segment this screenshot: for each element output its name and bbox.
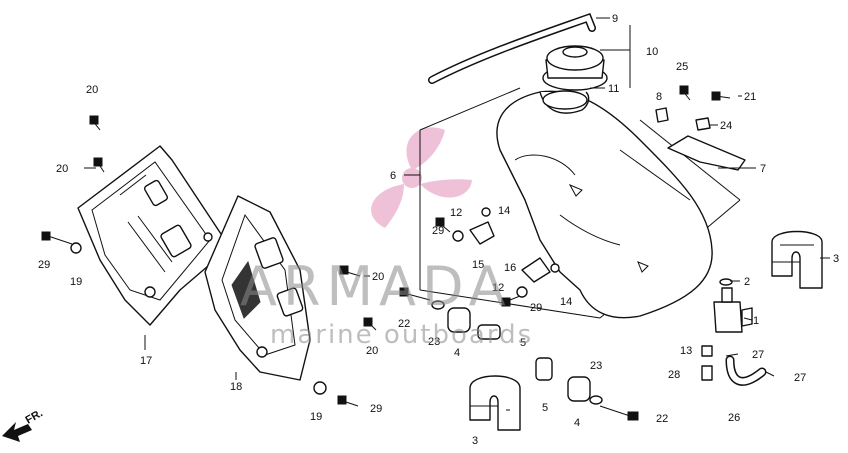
fuel-cap [542,45,608,91]
grommet-a [431,300,501,340]
right-shroud [204,195,311,381]
left-shroud [77,145,226,326]
callout-1: 1 [753,315,759,327]
fuel-tank [496,90,713,319]
callout-8: 8 [656,91,662,103]
callout-10: 10 [646,46,658,58]
fuel-valve [701,278,775,386]
callout-20-right: 20 [372,271,384,283]
callout-12-upper: 12 [450,207,462,219]
callout-23-left: 23 [428,336,440,348]
callout-13: 13 [680,345,692,357]
callout-17: 17 [140,355,152,367]
callout-19-lower: 19 [310,411,322,423]
callout-7: 7 [760,163,766,175]
callout-23-right: 23 [590,360,602,372]
leader-lines [84,17,830,411]
callout-2: 2 [744,276,750,288]
callout-14-upper: 14 [498,205,510,217]
callout-11: 11 [608,83,619,95]
callout-4-lower: 4 [574,417,580,429]
callout-20-lower: 20 [366,345,378,357]
front-direction-label: FR. [24,407,45,426]
callout-12-lower: 12 [492,282,504,294]
callout-4-upper: 4 [454,347,460,359]
callout-19-left: 19 [70,276,82,288]
callout-labels: 1 2 3 3 4 4 5 5 6 7 8 9 10 11 12 12 13 1… [38,13,839,447]
callout-15: 15 [472,259,484,271]
watermark-tagline: marine outboards [270,320,533,350]
bolts [41,85,731,421]
callout-27-right: 27 [794,372,806,384]
callout-20-mid: 20 [56,163,68,175]
callout-3-upper: 3 [833,253,839,265]
callout-29-mid: 29 [432,225,444,237]
rubber-mount-upper [771,230,823,289]
watermark-brand: ARMADA [240,255,512,318]
callout-29-bottom: 29 [370,403,382,415]
callout-22-right: 22 [656,413,668,425]
callout-28: 28 [668,369,680,381]
callout-29-lower: 29 [530,302,542,314]
callout-21: 21 [744,91,756,103]
callout-5-upper: 5 [520,337,526,349]
callout-26: 26 [728,412,740,424]
callout-16: 16 [504,262,516,274]
breather-tube-inner [429,14,595,83]
callout-29-left: 29 [38,259,50,271]
grommet-b [535,357,603,405]
callout-14-lower: 14 [560,296,572,308]
callout-6: 6 [390,170,396,182]
callout-20-top: 20 [86,84,98,96]
callout-5-lower: 5 [542,402,548,414]
callout-24: 24 [720,120,732,132]
callout-22-left: 22 [398,318,410,330]
bracket [667,135,746,171]
front-direction-arrow: FR. [2,407,45,442]
callout-9: 9 [612,13,618,25]
callout-3-lower: 3 [472,435,478,447]
callout-27-upper: 27 [752,349,764,361]
callout-25: 25 [676,61,688,73]
rubber-mount-lower [469,375,521,431]
callout-18: 18 [230,381,242,393]
propeller-logo [371,127,472,228]
